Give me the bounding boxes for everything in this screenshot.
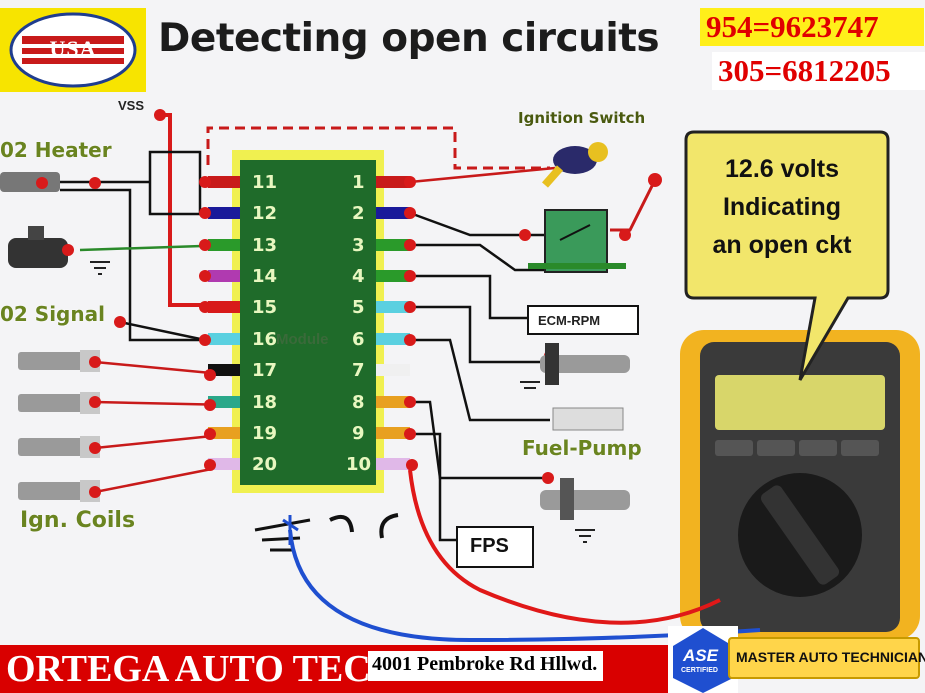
blue-probe-tip <box>282 515 299 545</box>
pin-2: 2 <box>352 203 365 224</box>
pin-17: 17 <box>252 360 278 381</box>
o2-signal-wire-2 <box>119 320 206 342</box>
fps-label: FPS <box>470 535 509 557</box>
pin-11: 11 <box>252 172 278 193</box>
ignition-dashed-wire <box>206 126 550 170</box>
red-probe-lead <box>408 469 721 625</box>
o2-heater-label: 02 Heater <box>0 138 112 162</box>
ignition-key <box>542 142 608 188</box>
vss-terminal <box>154 109 166 121</box>
fuel-pump <box>552 407 624 431</box>
usa-logo-text: USA <box>49 36 97 61</box>
pin-16: 16 <box>252 329 278 350</box>
ecm-rpm-box <box>527 305 639 335</box>
phone-number-1[interactable]: 954=9623747 <box>700 8 924 46</box>
master-tech-text: MASTER AUTO TECHNICIAN <box>736 649 925 665</box>
master-tech-badge <box>728 637 920 679</box>
pin-19: 19 <box>252 423 278 444</box>
page-title: Detecting open circuits <box>158 16 660 61</box>
callout-bubble <box>684 130 890 381</box>
pin-20: 20 <box>252 454 278 475</box>
company-name: ORTEGA AUTO TECH <box>6 648 401 690</box>
o2-signal-wire <box>60 188 205 342</box>
callout-line-2: Indicating <box>722 193 842 221</box>
ecm-rpm-label: ECM-RPM <box>538 313 601 328</box>
pin-1: 1 <box>352 172 365 193</box>
ign-coils-label: Ign. Coils <box>20 508 136 533</box>
wire-pin8-injector2 <box>410 400 548 480</box>
module-label: Module <box>276 331 329 348</box>
spark-plug-2 <box>18 392 100 414</box>
pin-7: 7 <box>352 360 365 381</box>
left-terminal-dots <box>62 176 216 498</box>
pin-10: 10 <box>346 454 372 475</box>
fps-box <box>456 526 534 568</box>
wire-pin3-relay <box>410 243 545 272</box>
usa-logo-graphic <box>0 8 146 92</box>
module-chip <box>240 160 376 485</box>
multimeter <box>680 330 920 640</box>
spark-plug-3 <box>18 436 100 458</box>
fuel-pump-relay <box>528 209 626 273</box>
ground-symbols <box>254 513 399 552</box>
fuel-pump-label: Fuel-Pump <box>522 436 642 460</box>
ase-text: ASE <box>683 646 718 665</box>
wire-pin4-ecm <box>410 274 528 320</box>
pin-12: 12 <box>252 203 278 224</box>
pin-13: 13 <box>252 235 278 256</box>
module-right-pins <box>376 176 410 470</box>
module-left-pins <box>208 176 240 470</box>
pin-5: 5 <box>352 297 365 318</box>
pin-18: 18 <box>252 392 278 413</box>
wire-pin5-injector <box>410 305 550 364</box>
o2-signal-label: 02 Signal <box>0 302 105 326</box>
phone-number-2[interactable]: 305=6812205 <box>712 52 925 90</box>
company-address: 4001 Pembroke Rd Hllwd. <box>368 651 604 681</box>
o2-heater-sensor <box>0 172 60 192</box>
map-sensor <box>8 226 110 275</box>
pin-8: 8 <box>352 392 365 413</box>
ignition-switch-label: Ignition Switch <box>518 109 646 127</box>
callout-line-1: 12.6 volts <box>725 155 839 183</box>
spark-plug-1 <box>18 350 100 372</box>
wire-pin6-pump <box>410 338 550 422</box>
injector-2 <box>540 478 630 543</box>
pin-9: 9 <box>352 423 365 444</box>
wire-pin1-ignition <box>409 166 556 184</box>
pin-4: 4 <box>352 266 365 287</box>
spark-plug-4 <box>18 480 100 502</box>
pin-15: 15 <box>252 297 278 318</box>
relay-power-wire <box>610 179 657 232</box>
wire-pin9-fps <box>410 432 457 542</box>
pin-3: 3 <box>352 235 365 256</box>
callout-line-3: an open ckt <box>712 231 852 259</box>
right-terminal-dots <box>404 173 662 484</box>
pin-14: 14 <box>252 266 278 287</box>
callout-text: 12.6 volts Indicating an open ckt <box>694 150 870 264</box>
ase-badge <box>668 626 738 693</box>
injector-1 <box>520 343 630 389</box>
vss-label: VSS <box>118 98 145 113</box>
pin-6: 6 <box>352 329 365 350</box>
ase-sub-text: CERTIFIED <box>681 667 718 674</box>
